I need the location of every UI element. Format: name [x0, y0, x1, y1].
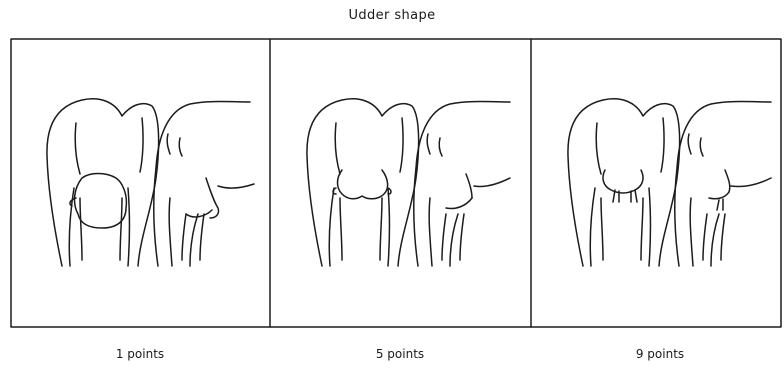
- side-view-5: [414, 102, 510, 267]
- caption-5-points: 5 points: [340, 347, 460, 361]
- side-view-9: [675, 102, 771, 267]
- side-view-1: [154, 102, 254, 267]
- caption-1-point: 1 points: [80, 347, 200, 361]
- caption-9-points: 9 points: [600, 347, 720, 361]
- rear-view-9: [568, 99, 680, 266]
- udder-drawing: [10, 38, 782, 328]
- panel-5-points: [307, 99, 510, 266]
- panel-1-point: [47, 99, 254, 266]
- rear-view-5: [307, 99, 419, 266]
- rear-view-1: [47, 99, 159, 266]
- figure-title: Udder shape: [0, 8, 784, 23]
- panel-borders: [11, 39, 781, 327]
- udder-score-panels: [10, 38, 782, 328]
- panel-9-points: [568, 99, 771, 266]
